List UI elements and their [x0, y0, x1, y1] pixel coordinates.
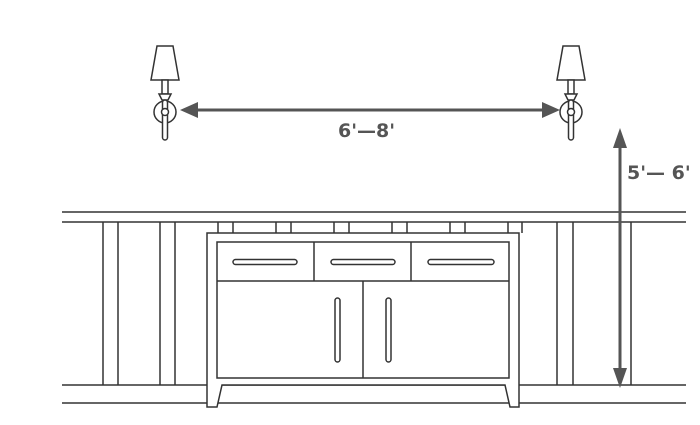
sideboard-cabinet [206, 232, 520, 408]
arrow-right-icon [542, 102, 560, 118]
arrow-left-icon [180, 102, 198, 118]
arrow-down-icon [613, 368, 627, 388]
dimension-arrows [180, 102, 627, 388]
wall-sconce-icon [556, 45, 586, 141]
wall-slats [102, 222, 632, 385]
drawer-handle [232, 258, 298, 266]
drawer-handle [330, 258, 396, 266]
drawer-handle [427, 258, 495, 266]
wall-sconce-icon [150, 45, 180, 141]
arrow-up-icon [613, 128, 627, 148]
horizontal-dimension-label: 6'—8' [338, 120, 396, 142]
vertical-dimension-label: 5'— 6' [627, 162, 691, 184]
door-handle [334, 297, 341, 363]
door-handle [385, 297, 392, 363]
